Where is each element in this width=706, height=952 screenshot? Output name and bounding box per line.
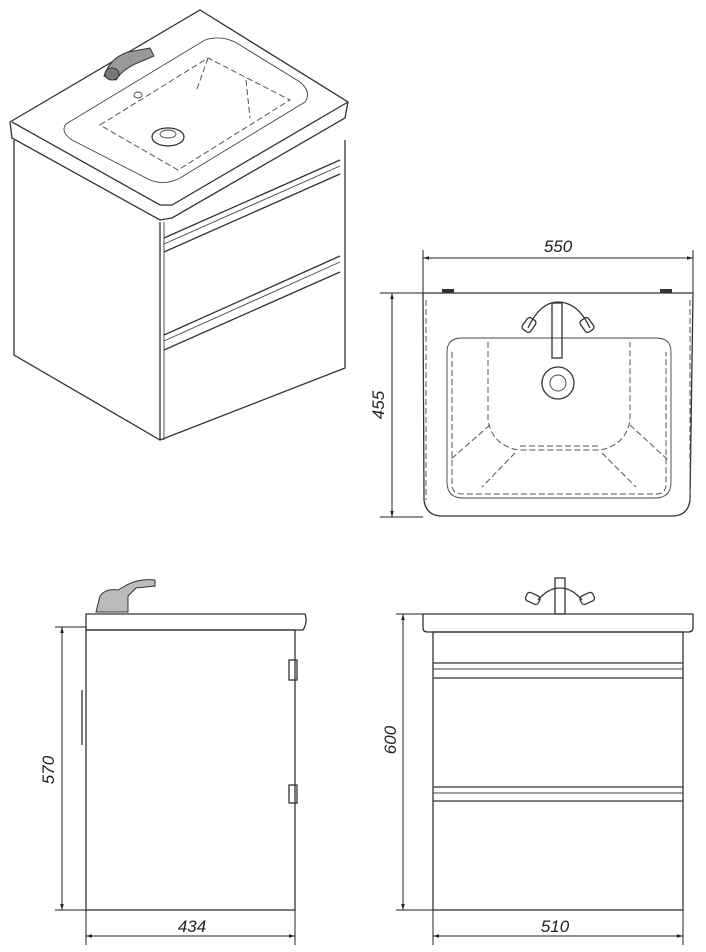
- faucet-icon: [521, 301, 595, 359]
- isometric-view: [9, 9, 349, 441]
- top-view: 550 455: [369, 237, 694, 518]
- faucet-icon: [524, 577, 596, 615]
- front-width-label: 510: [541, 917, 570, 936]
- side-depth-label: 434: [178, 917, 206, 936]
- side-height-label: 570: [39, 755, 58, 784]
- drain-icon: [541, 366, 575, 400]
- front-view: 600 510: [381, 577, 694, 945]
- faucet-icon: [95, 579, 156, 613]
- faucet-icon: [103, 47, 155, 81]
- top-depth-label: 455: [369, 390, 388, 419]
- front-height-label: 600: [381, 725, 400, 754]
- top-width-label: 550: [544, 237, 573, 256]
- side-view: 570 434: [39, 579, 307, 945]
